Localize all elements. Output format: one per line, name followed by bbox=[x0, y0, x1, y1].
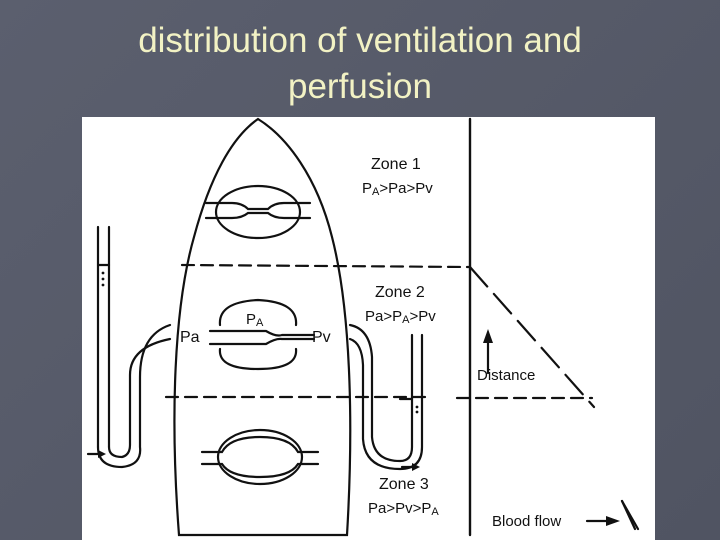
zone1-relation: PA>Pa>Pv bbox=[362, 180, 433, 198]
zone2-relation: Pa>PA>Pv bbox=[365, 308, 436, 326]
lung-zones-diagram: Zone 1 PA>Pa>Pv Zone 2 Pa>PA>Pv Zone 3 P… bbox=[86, 117, 640, 537]
alveolar-pressure-label: PA bbox=[246, 311, 264, 329]
venous-outflow-arrow bbox=[412, 463, 420, 471]
zone2-alveolus bbox=[208, 298, 316, 371]
zone-divider-upper bbox=[180, 263, 472, 269]
distance-arrowhead bbox=[483, 329, 493, 343]
zone2-label: Zone 2 bbox=[375, 284, 425, 301]
lung-outline bbox=[173, 117, 352, 537]
distance-label: Distance bbox=[477, 367, 535, 384]
zone1-label: Zone 1 bbox=[371, 156, 421, 173]
pv-label: Pv bbox=[312, 329, 331, 346]
lung-zones-figure: Zone 1 PA>Pa>Pv Zone 2 Pa>PA>Pv Zone 3 P… bbox=[82, 117, 655, 540]
zone3-relation: Pa>Pv>PA bbox=[368, 500, 439, 518]
slide-title: distribution of ventilation and perfusio… bbox=[60, 18, 660, 110]
flow-curve-tail bbox=[620, 499, 637, 531]
arterial-manometer bbox=[86, 225, 172, 469]
zone1-alveolus bbox=[204, 184, 312, 240]
zone3-alveolus bbox=[200, 428, 320, 486]
slide-title-line-2: perfusion bbox=[288, 67, 432, 106]
arterial-inflow-arrow bbox=[98, 450, 106, 458]
blood-flow-curve bbox=[468, 265, 596, 409]
blood-flow-arrowhead bbox=[606, 516, 620, 526]
pa-label: Pa bbox=[180, 329, 200, 346]
slide-title-line-1: distribution of ventilation and bbox=[138, 21, 582, 60]
zone3-label: Zone 3 bbox=[379, 476, 429, 493]
blood-flow-label: Blood flow bbox=[492, 513, 561, 530]
